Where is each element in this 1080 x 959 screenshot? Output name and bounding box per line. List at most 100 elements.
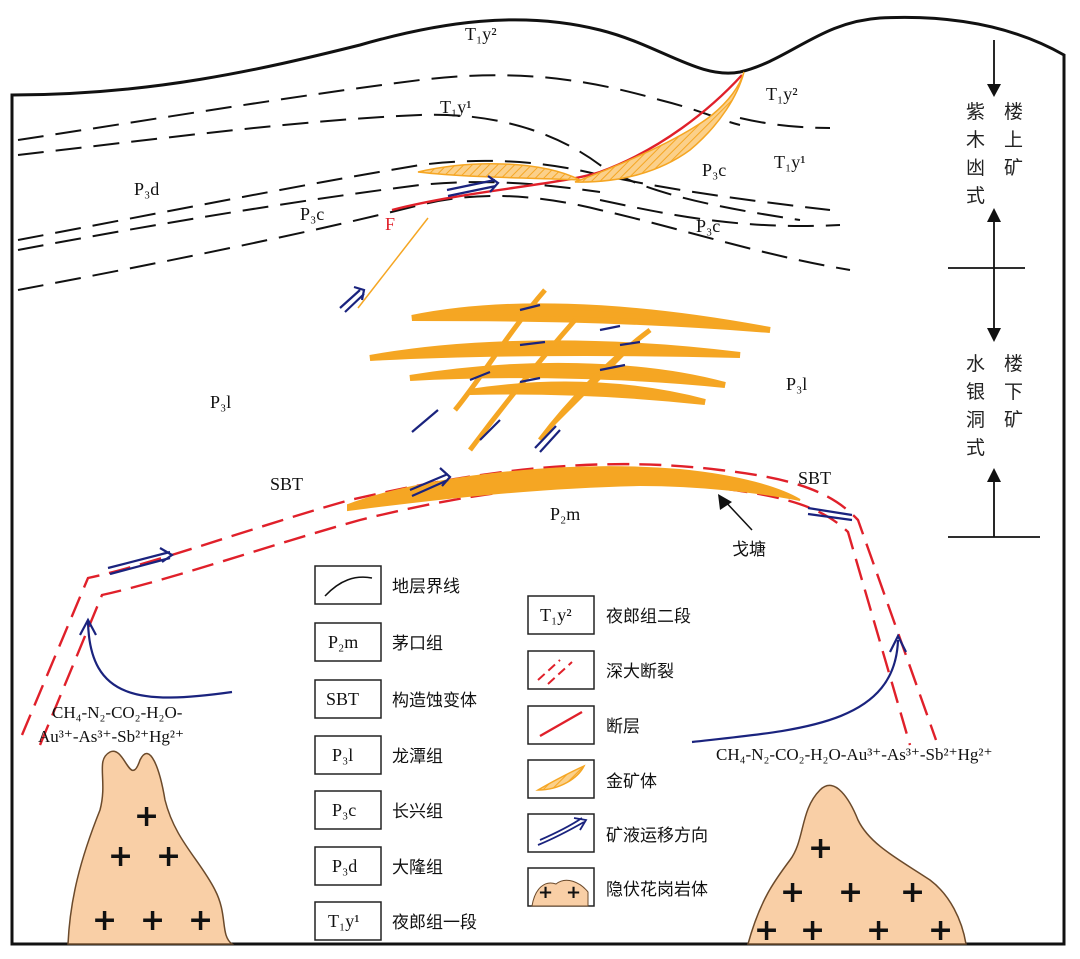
label-p3c-left: P₃c xyxy=(300,204,324,224)
legend-item-deep-fault: 深大断裂 xyxy=(527,650,674,690)
svg-text:上: 上 xyxy=(1004,129,1023,151)
svg-text:+: + xyxy=(140,903,165,938)
svg-text:茅口组: 茅口组 xyxy=(392,634,443,654)
deep-fault-sbt xyxy=(20,462,938,746)
svg-text:构造蚀变体: 构造蚀变体 xyxy=(392,691,477,711)
upper-gold-orebody-lens xyxy=(417,163,581,181)
svg-text:+: + xyxy=(808,831,833,866)
svg-text:深大断裂: 深大断裂 xyxy=(606,662,674,682)
svg-text:地层界线: 地层界线 xyxy=(392,577,460,597)
side-label-upper: 紫 木 凼 式 楼 上 矿 xyxy=(966,101,1023,207)
label-t1y2-right: T₁y² xyxy=(766,84,798,104)
svg-text:矿: 矿 xyxy=(1004,157,1023,179)
svg-text:式: 式 xyxy=(966,185,985,207)
legend-item-p2m: P₂m 茅口组 xyxy=(314,622,443,662)
topographic-surface xyxy=(10,15,1066,946)
upper-gold-orebody xyxy=(574,71,745,183)
legend-item-stratum-boundary: 地层界线 xyxy=(314,565,460,605)
svg-text:矿: 矿 xyxy=(1004,409,1023,431)
legend-item-sbt: SBT 构造蚀变体 xyxy=(314,679,477,719)
svg-text:楼: 楼 xyxy=(1004,101,1023,123)
svg-text:+: + xyxy=(188,903,213,938)
label-t1y2-top: T₁y² xyxy=(465,24,497,44)
svg-text:断层: 断层 xyxy=(606,717,640,737)
svg-text:紫: 紫 xyxy=(966,101,985,123)
svg-text:P₃c: P₃c xyxy=(332,800,356,820)
right-side-scale xyxy=(948,40,1040,538)
fluid-path-left xyxy=(86,621,233,699)
svg-text:楼: 楼 xyxy=(1004,353,1023,375)
svg-text:+: + xyxy=(538,882,553,903)
svg-text:P₂m: P₂m xyxy=(328,632,358,652)
legend-item-t1y2: T₁y² 夜郎组二段 xyxy=(527,595,691,635)
granite-left xyxy=(67,750,235,945)
label-t1y1-right: T₁y¹ xyxy=(774,152,806,172)
svg-text:木: 木 xyxy=(966,129,985,151)
label-p3l-left: P₃l xyxy=(210,392,231,412)
svg-text:银: 银 xyxy=(966,381,985,403)
svg-text:P₃l: P₃l xyxy=(332,745,353,765)
svg-text:夜郎组一段: 夜郎组一段 xyxy=(392,913,477,933)
svg-text:水: 水 xyxy=(966,353,985,375)
svg-text:长兴组: 长兴组 xyxy=(392,802,443,822)
legend-item-fluid-migration: 矿液运移方向 xyxy=(527,813,708,853)
legend-item-t1y1: T₁y¹ 夜郎组一段 xyxy=(314,901,477,941)
svg-text:+: + xyxy=(92,903,117,938)
fluid-path-right xyxy=(691,639,900,744)
svg-text:T₁y¹: T₁y¹ xyxy=(328,911,360,931)
label-fluid-left-line2: Au³⁺-As³⁺-Sb²⁺Hg²⁺ xyxy=(38,727,184,746)
label-p3l-right: P₃l xyxy=(786,374,807,394)
label-p3c-right-lower: P₃c xyxy=(696,216,720,236)
svg-text:+: + xyxy=(838,875,863,910)
label-getang: 戈塘 xyxy=(732,540,766,560)
label-fluid-right: CH₄-N₂-CO₂-H₂O-Au³⁺-As³⁺-Sb²⁺Hg²⁺ xyxy=(716,745,992,764)
legend-item-gold-orebody: 金矿体 xyxy=(527,759,657,799)
label-t1y1-mid: T₁y¹ xyxy=(440,97,472,117)
svg-text:龙潭组: 龙潭组 xyxy=(392,747,443,767)
getang-pointer-head xyxy=(718,494,732,510)
svg-text:P₃d: P₃d xyxy=(332,856,357,876)
lower-gold-orebody xyxy=(347,466,801,512)
legend-right: T₁y² 夜郎组二段 深大断裂 断层 金矿体 矿液运移方向 xyxy=(527,595,708,907)
svg-text:矿液运移方向: 矿液运移方向 xyxy=(606,826,708,846)
svg-text:大隆组: 大隆组 xyxy=(392,858,443,878)
svg-text:+: + xyxy=(900,875,925,910)
svg-text:+: + xyxy=(108,839,133,874)
label-p3d: P₃d xyxy=(134,179,159,199)
svg-text:洞: 洞 xyxy=(966,409,985,431)
fluid-path-left-arrowhead xyxy=(79,617,97,636)
label-p2m: P₂m xyxy=(550,504,580,524)
migration-arrows xyxy=(107,175,853,576)
legend-left: 地层界线 P₂m 茅口组 SBT 构造蚀变体 P₃l 龙潭组 P₃c 长兴组 P… xyxy=(314,565,477,941)
legend-item-p3l: P₃l 龙潭组 xyxy=(314,735,443,775)
legend-item-p3c: P₃c 长兴组 xyxy=(314,790,443,830)
svg-text:凼: 凼 xyxy=(966,157,985,179)
side-label-lower: 水 银 洞 式 楼 下 矿 xyxy=(966,353,1023,459)
legend-item-fault: 断层 xyxy=(527,705,640,745)
fracture-line xyxy=(357,217,429,309)
legend-item-granite: + + 隐伏花岗岩体 xyxy=(527,867,708,907)
svg-text:+: + xyxy=(566,882,581,903)
label-fault-F: F xyxy=(385,214,395,234)
legend-item-p3d: P₃d 大隆组 xyxy=(314,846,443,886)
svg-text:+: + xyxy=(754,913,779,948)
svg-text:+: + xyxy=(134,799,159,834)
svg-text:+: + xyxy=(780,875,805,910)
fluid-path-right-arrowhead xyxy=(889,633,907,653)
granite-plus-marks: + + + + + + + + + + + + + + xyxy=(92,799,953,948)
label-sbt-right: SBT xyxy=(798,468,831,488)
svg-text:金矿体: 金矿体 xyxy=(606,772,657,792)
stockwork-orebodies xyxy=(369,288,771,452)
svg-text:SBT: SBT xyxy=(326,689,359,709)
svg-text:隐伏花岗岩体: 隐伏花岗岩体 xyxy=(606,880,708,900)
svg-text:+: + xyxy=(800,913,825,948)
svg-text:+: + xyxy=(928,913,953,948)
granite-right xyxy=(747,784,967,945)
label-p3c-right-upper: P₃c xyxy=(702,160,726,180)
svg-text:下: 下 xyxy=(1004,381,1023,403)
label-sbt-left: SBT xyxy=(270,474,303,494)
svg-text:式: 式 xyxy=(966,437,985,459)
svg-text:夜郎组二段: 夜郎组二段 xyxy=(606,607,691,627)
label-fluid-left-line1: CH₄-N₂-CO₂-H₂O- xyxy=(52,703,183,722)
